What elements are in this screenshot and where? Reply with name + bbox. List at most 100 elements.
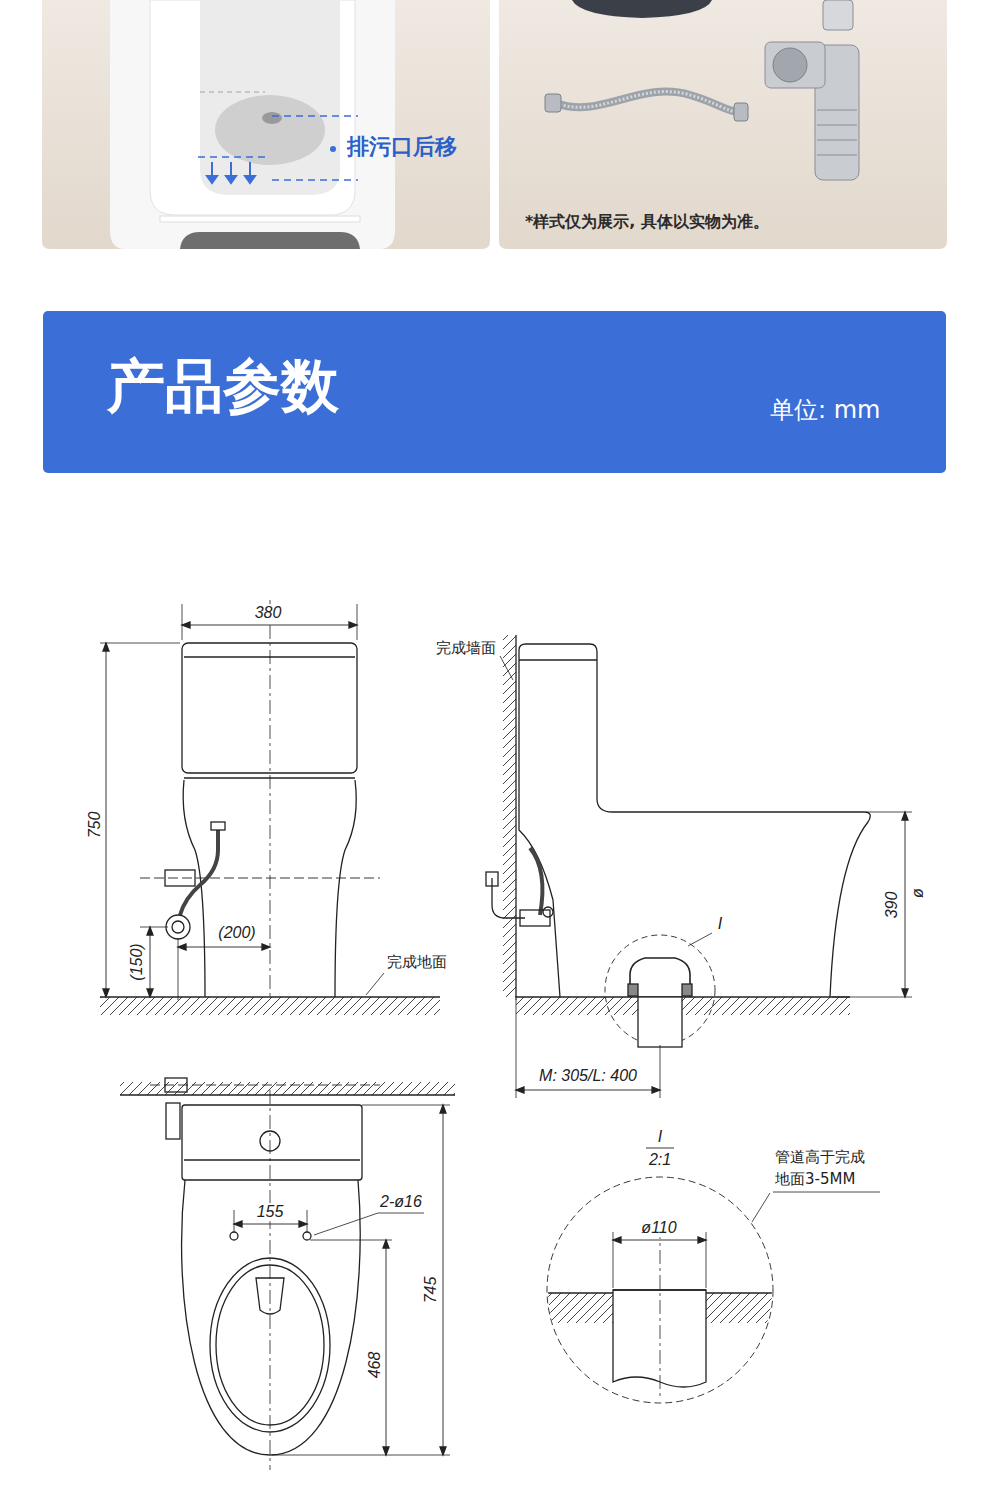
panel-illustration-part: [200, 92, 265, 93]
dimension-label: 2-ø16: [378, 1193, 424, 1211]
technical-drawing-part: [182, 643, 357, 773]
dimension-label: ø: [909, 886, 927, 900]
technical-drawing-part: [486, 872, 498, 886]
technical-drawing-part: [166, 915, 190, 939]
technical-drawing-part: [500, 656, 513, 680]
feature-panel: *样式仅为展示, 具体以实物为准。: [499, 0, 947, 249]
technical-drawing: [100, 600, 912, 1470]
technical-drawing-part: [530, 848, 542, 915]
technical-drawing-part: [272, 1455, 450, 1456]
panel-illustration-part: [272, 115, 358, 117]
panel-illustration-part: [150, 0, 355, 215]
unit-note: 单位: mm: [770, 397, 880, 425]
technical-drawing-part: [357, 604, 358, 640]
technical-drawing-part: [630, 958, 690, 997]
technical-drawing-part: [165, 1078, 187, 1092]
technical-drawing-part: [613, 1237, 706, 1243]
technical-drawing-part: [150, 1085, 380, 1086]
technical-drawing-part: [638, 997, 682, 1047]
technical-drawing-part: [100, 643, 180, 644]
annotation-label: 管道高于完成 地面3-5MM: [773, 1147, 883, 1191]
technical-drawing-part: [688, 933, 712, 946]
dimension-label: 2:1: [647, 1151, 673, 1169]
technical-drawing-part: [832, 997, 912, 998]
technical-drawing-part: [103, 643, 109, 997]
panel-text: *样式仅为展示, 具体以实物为准。: [525, 213, 769, 231]
technical-drawing-part: [905, 812, 906, 997]
dimension-label: 745: [422, 1275, 440, 1306]
technical-drawing-part: [182, 1105, 362, 1180]
technical-drawing-part: [182, 604, 183, 640]
technical-drawing-part: [100, 996, 440, 997]
panel-illustration-part-part: [245, 176, 255, 183]
technical-drawing-part: [362, 1105, 450, 1106]
panel-illustration-part: [207, 162, 255, 183]
technical-drawing-part: [230, 1232, 238, 1240]
accessory-illustration-part: [545, 94, 561, 112]
technical-drawing-part: [100, 997, 440, 1015]
technical-drawing-part: [303, 1232, 311, 1240]
technical-drawing-part: [234, 1224, 307, 1225]
technical-drawing-part: [182, 1180, 361, 1455]
technical-drawing-part: [180, 826, 218, 915]
section-title: 产品参数: [107, 353, 339, 420]
technical-drawing-part: [366, 973, 384, 995]
panel-illustration-part: [42, 0, 490, 249]
accessory-illustration-part: [572, 0, 712, 18]
technical-drawing-part: [140, 878, 380, 879]
technical-drawing-part: [773, 1192, 880, 1193]
technical-drawing-part: [147, 927, 153, 997]
technical-drawing-part: [543, 907, 553, 917]
technical-drawing-part: [503, 635, 516, 997]
dimension-label: 390: [883, 890, 901, 921]
technical-drawing-part: [310, 1240, 392, 1241]
feature-panel: 排污口后移: [42, 0, 490, 249]
technical-drawing-part: [178, 947, 270, 948]
technical-drawing-part: [234, 1210, 235, 1232]
accessory-illustration-part: [765, 42, 825, 88]
technical-drawing-part: [211, 822, 225, 830]
technical-drawing-part: [270, 1090, 271, 1470]
technical-drawing-part: [682, 984, 692, 996]
technical-drawing-part: [660, 1225, 661, 1400]
technical-drawing-part: [106, 643, 107, 997]
technical-drawing-part: [752, 1193, 770, 1222]
dimension-label: 155: [255, 1203, 286, 1221]
technical-drawing-part: [184, 1159, 360, 1160]
technical-drawing-part: [516, 1000, 517, 1098]
technical-drawing-part: [172, 921, 184, 933]
panel-illustration-part: [180, 232, 360, 249]
accessory-illustration-part: [823, 0, 853, 30]
technical-drawing-part: [386, 1240, 387, 1455]
annotation-label: 完成墙面: [434, 640, 498, 657]
dimension-label: ø110: [639, 1219, 678, 1237]
technical-drawing-part: [166, 1103, 180, 1139]
technical-drawing-part: [515, 635, 516, 1000]
technical-drawing-part: [234, 1221, 307, 1227]
panel-illustration-part: [160, 216, 360, 222]
annotation-label: 完成地面: [385, 954, 449, 971]
panel-illustration-part: [110, 0, 395, 249]
technical-drawing-part: [519, 650, 560, 997]
technical-drawing-part: [443, 1105, 444, 1455]
technical-drawing-part: [646, 1148, 674, 1149]
technical-drawing-part: [383, 1240, 389, 1455]
panel-illustration-part-part: [207, 176, 217, 183]
technical-drawing-part: [378, 1213, 424, 1214]
technical-drawing-part: [182, 625, 357, 626]
technical-drawing-part: [335, 780, 356, 997]
technical-drawing-part: [440, 1105, 446, 1455]
technical-drawing-part: [184, 777, 355, 778]
technical-drawing-part: [120, 1082, 455, 1095]
technical-drawing-part: [150, 927, 151, 997]
dimension-label: I: [656, 1128, 664, 1146]
panel-illustration-part: [200, 0, 340, 195]
accessory-illustration-part: [817, 110, 857, 155]
technical-drawing-part: [178, 944, 270, 950]
accessory-illustration-part: [734, 103, 748, 121]
accessory-illustration-part-part: [817, 155, 857, 156]
technical-drawing-part: [519, 659, 597, 660]
panel-illustration-part-part: [226, 176, 236, 183]
technical-drawing-part: [516, 1090, 660, 1091]
